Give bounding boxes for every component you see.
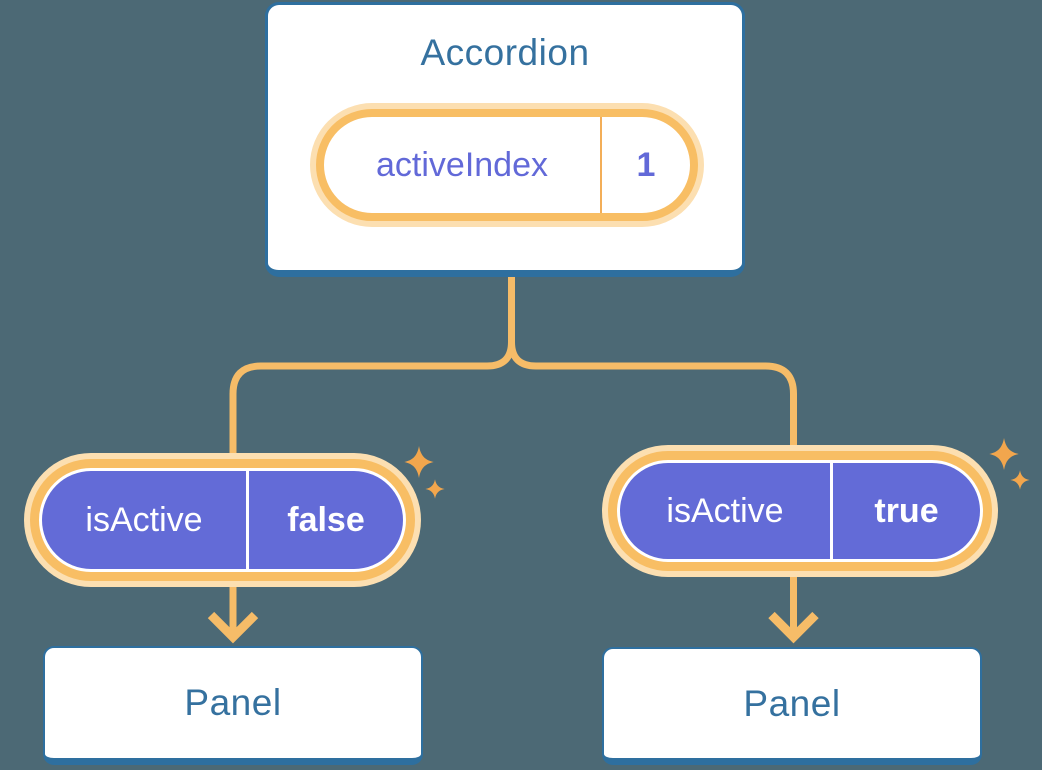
prop-pill-ring: isActive true: [608, 451, 992, 571]
prop-pill-is-active-true: isActive true: [602, 445, 998, 577]
arrow-down-icon: [768, 611, 819, 644]
component-title: Accordion: [420, 32, 590, 73]
sparkle-icon: [404, 446, 434, 478]
state-pill: activeIndex 1: [310, 103, 704, 227]
prop-pill-body: isActive false: [42, 471, 403, 569]
state-pill-value: 1: [636, 145, 656, 184]
prop-pill-is-active-false: isActive false: [24, 453, 421, 587]
accordion-component-box: Accordion activeIndex 1: [265, 2, 745, 277]
prop-pill-value: false: [287, 500, 365, 539]
state-pill-label: activeIndex: [376, 145, 548, 184]
sparkle-icon: [425, 479, 445, 499]
sparkle-icon: [989, 438, 1019, 470]
tree-connector-right: [508, 268, 797, 632]
pill-divider: [246, 471, 249, 569]
pill-divider: [830, 463, 833, 559]
prop-pill-body: isActive true: [620, 463, 980, 559]
prop-pill-value: true: [874, 491, 939, 530]
panel-box-right: Panel: [602, 647, 982, 765]
prop-pill-label: isActive: [85, 500, 203, 539]
prop-pill-label: isActive: [666, 491, 784, 530]
prop-pill-ring: isActive false: [30, 459, 415, 581]
pill-divider: [600, 117, 602, 213]
panel-box-left: Panel: [43, 646, 423, 765]
arrow-down-icon: [207, 611, 259, 644]
sparkle-icon: [1010, 470, 1030, 490]
state-pill-ring: activeIndex 1: [316, 109, 698, 221]
